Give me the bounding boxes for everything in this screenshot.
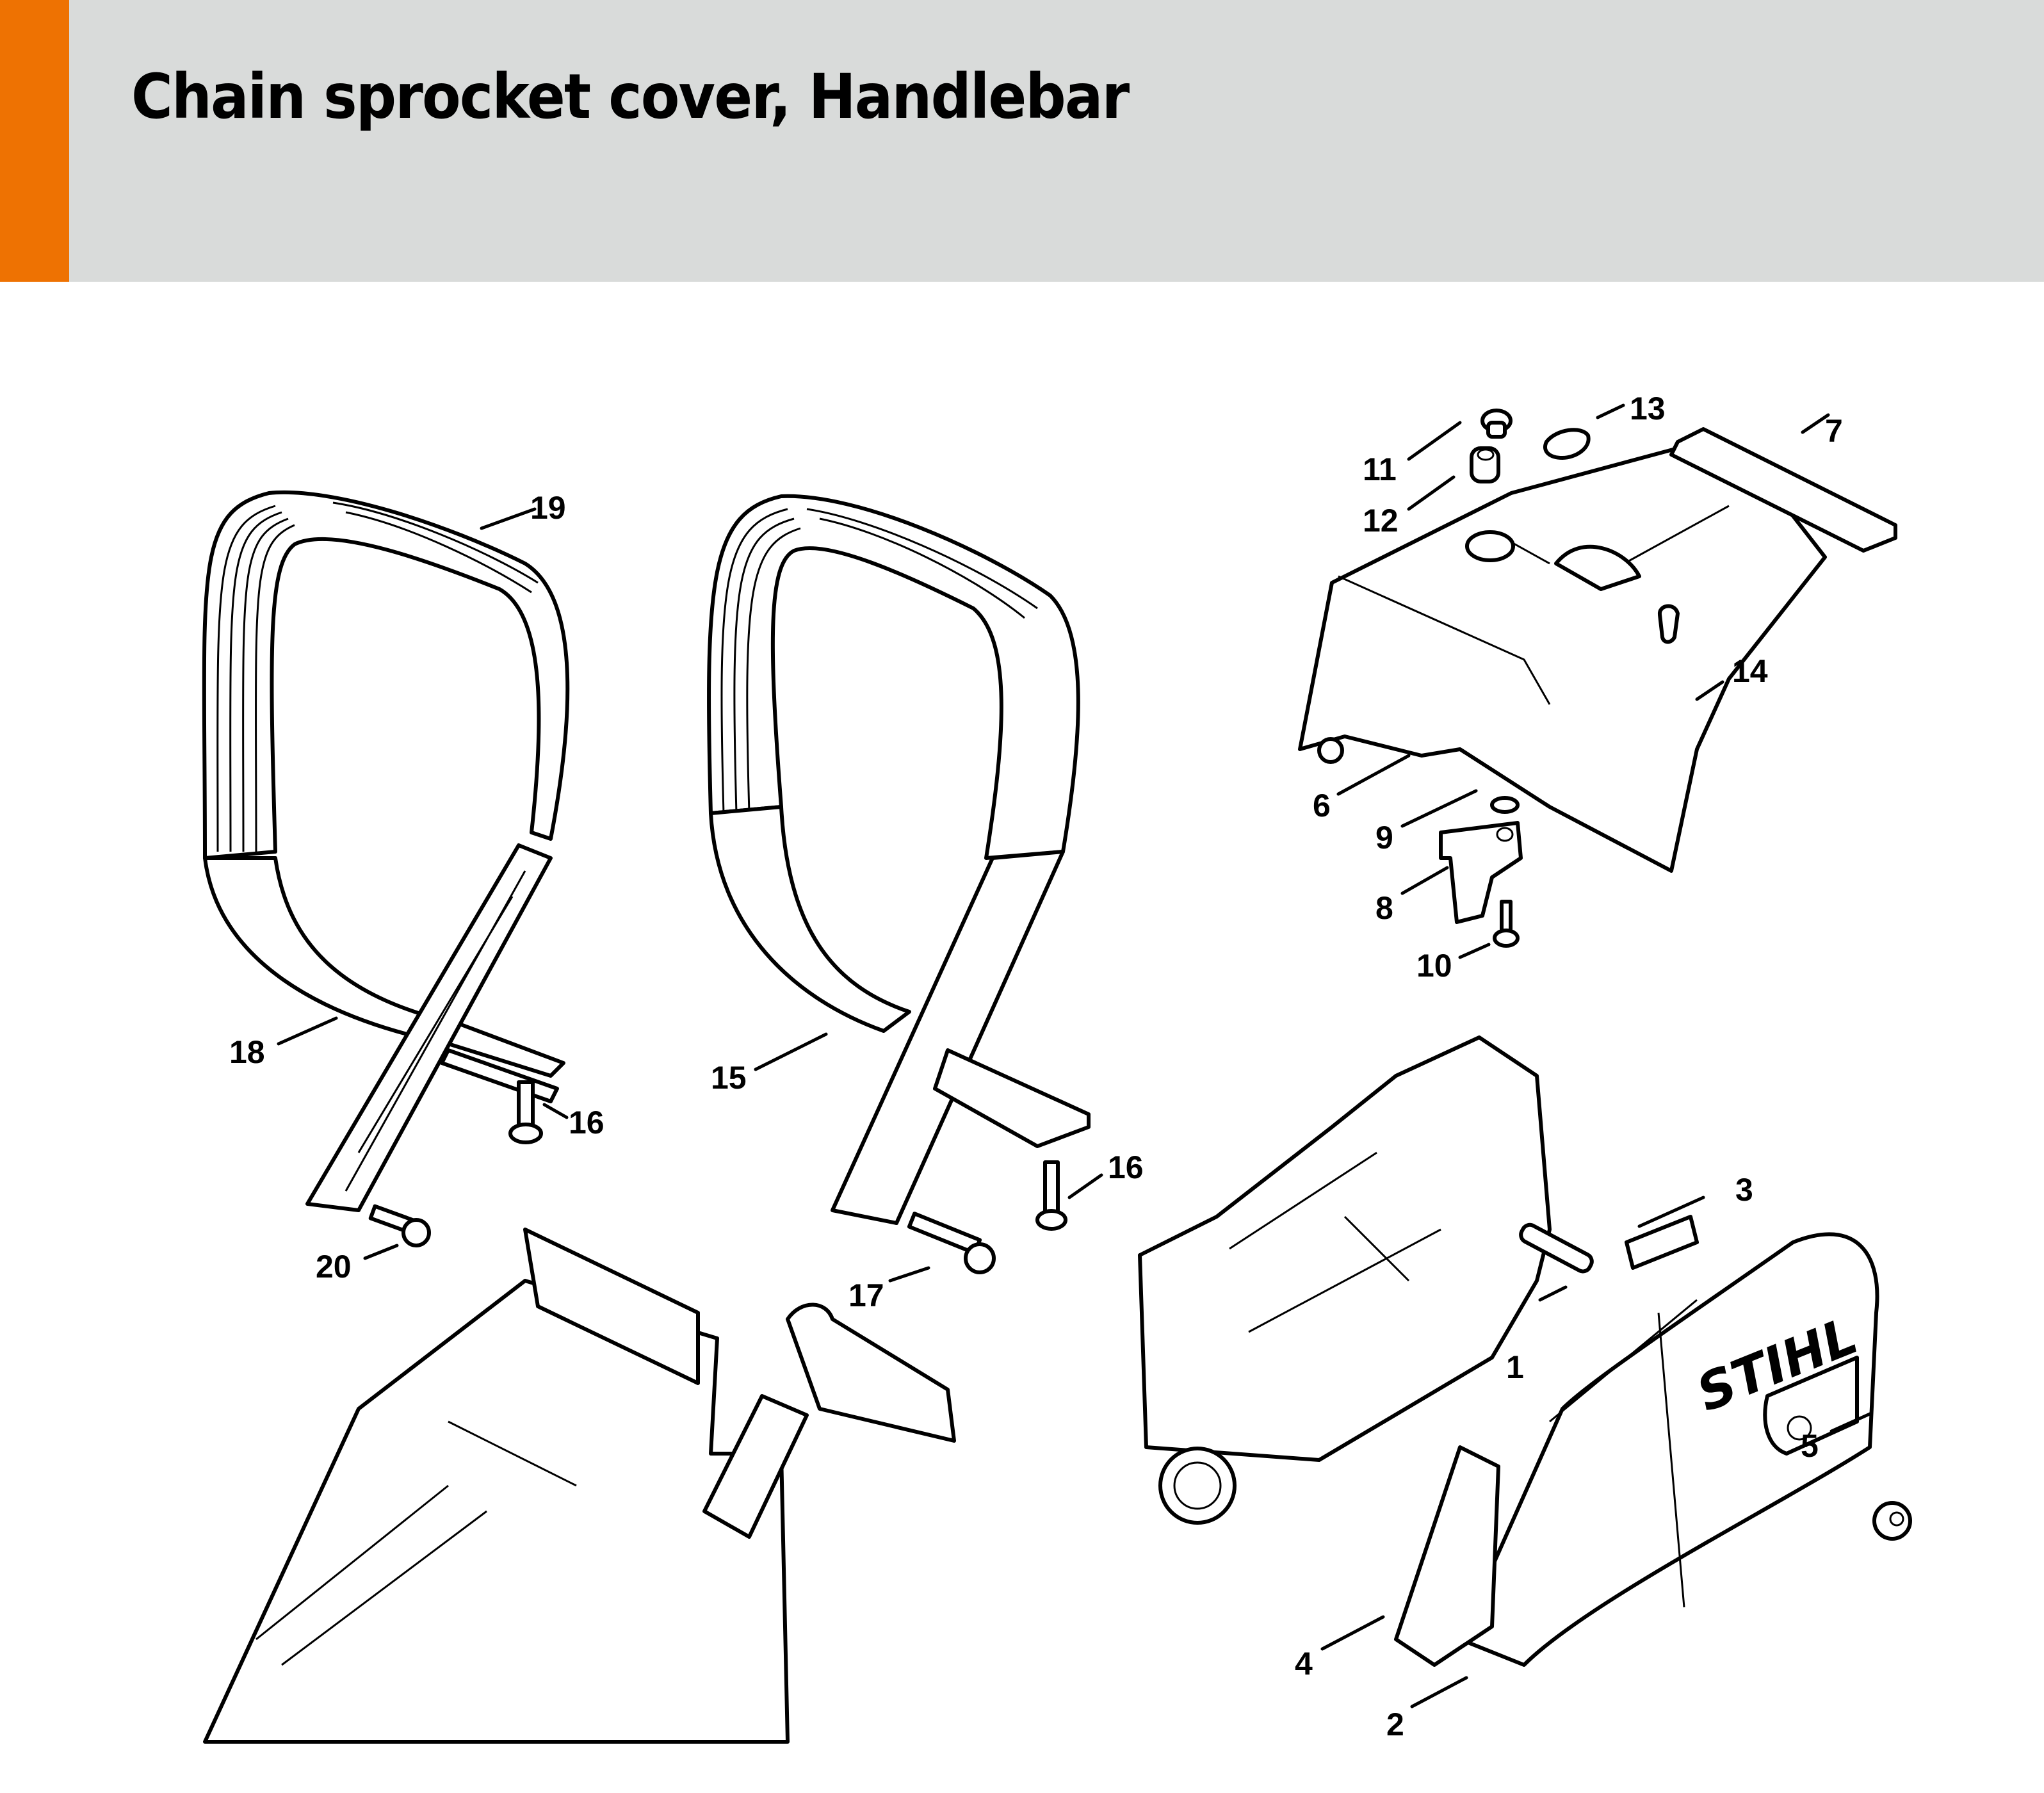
callout-4[interactable]: 4: [1295, 1646, 1313, 1682]
part-13-plug[interactable]: [1543, 428, 1591, 460]
callout-6[interactable]: 6: [1313, 788, 1331, 823]
page-title: Chain sprocket cover, Handlebar: [131, 61, 1130, 133]
part-14-buffer[interactable]: [1658, 604, 1680, 644]
crankcase: [1138, 1035, 1552, 1525]
gasket-strip[interactable]: [1669, 427, 1897, 553]
callout-5[interactable]: 5: [1801, 1428, 1819, 1464]
callout-18[interactable]: 18: [229, 1034, 265, 1070]
screw-10[interactable]: [1493, 900, 1520, 948]
callout-1[interactable]: 1: [1506, 1349, 1524, 1385]
callout-labels: 1 2 3 4 5 6 7 8 9 10 11 12 13 14 15 16 1…: [229, 391, 1843, 1742]
callout-20[interactable]: 20: [316, 1249, 352, 1285]
callout-16-right[interactable]: 16: [1108, 1149, 1144, 1185]
header-band: Chain sprocket cover, Handlebar: [0, 0, 2044, 282]
callout-8[interactable]: 8: [1375, 890, 1393, 926]
part-4-strip[interactable]: [1394, 1445, 1500, 1667]
screw-17[interactable]: [907, 1212, 996, 1274]
callout-19[interactable]: 19: [530, 490, 566, 526]
part-8-bracket[interactable]: [1439, 821, 1523, 924]
callout-9[interactable]: 9: [1375, 820, 1393, 856]
callout-14[interactable]: 14: [1732, 653, 1768, 689]
callout-16-left[interactable]: 16: [569, 1105, 604, 1140]
nut[interactable]: [1872, 1501, 1912, 1541]
callout-3[interactable]: 3: [1735, 1172, 1753, 1208]
screw-16-right[interactable]: [1035, 1160, 1067, 1231]
chainsaw-rear-handle-housing: [203, 1228, 956, 1744]
part-11-cap[interactable]: [1480, 409, 1513, 439]
collar-stud[interactable]: [1518, 1222, 1594, 1274]
callout-leaders: [277, 403, 1872, 1708]
handlebar-right[interactable]: [707, 494, 1091, 1225]
part-3-slide[interactable]: [1625, 1215, 1699, 1270]
part-12-grommet[interactable]: [1470, 446, 1500, 483]
callout-10[interactable]: 10: [1416, 948, 1452, 984]
screw-20[interactable]: [368, 1204, 431, 1247]
callout-13[interactable]: 13: [1630, 391, 1666, 426]
chain-sprocket-cover[interactable]: STIHL: [1458, 1232, 1879, 1667]
callout-7[interactable]: 7: [1825, 413, 1843, 449]
callout-11[interactable]: 11: [1363, 451, 1397, 487]
handlebar-left[interactable]: [202, 490, 570, 1212]
shroud[interactable]: [1298, 446, 1827, 873]
o-ring[interactable]: [1490, 796, 1520, 814]
callout-2[interactable]: 2: [1386, 1707, 1404, 1742]
screw-16-left[interactable]: [508, 1080, 543, 1144]
callout-17[interactable]: 17: [848, 1278, 884, 1313]
callout-15[interactable]: 15: [711, 1060, 747, 1096]
accent-strip: [0, 0, 69, 282]
callout-12[interactable]: 12: [1363, 503, 1399, 539]
